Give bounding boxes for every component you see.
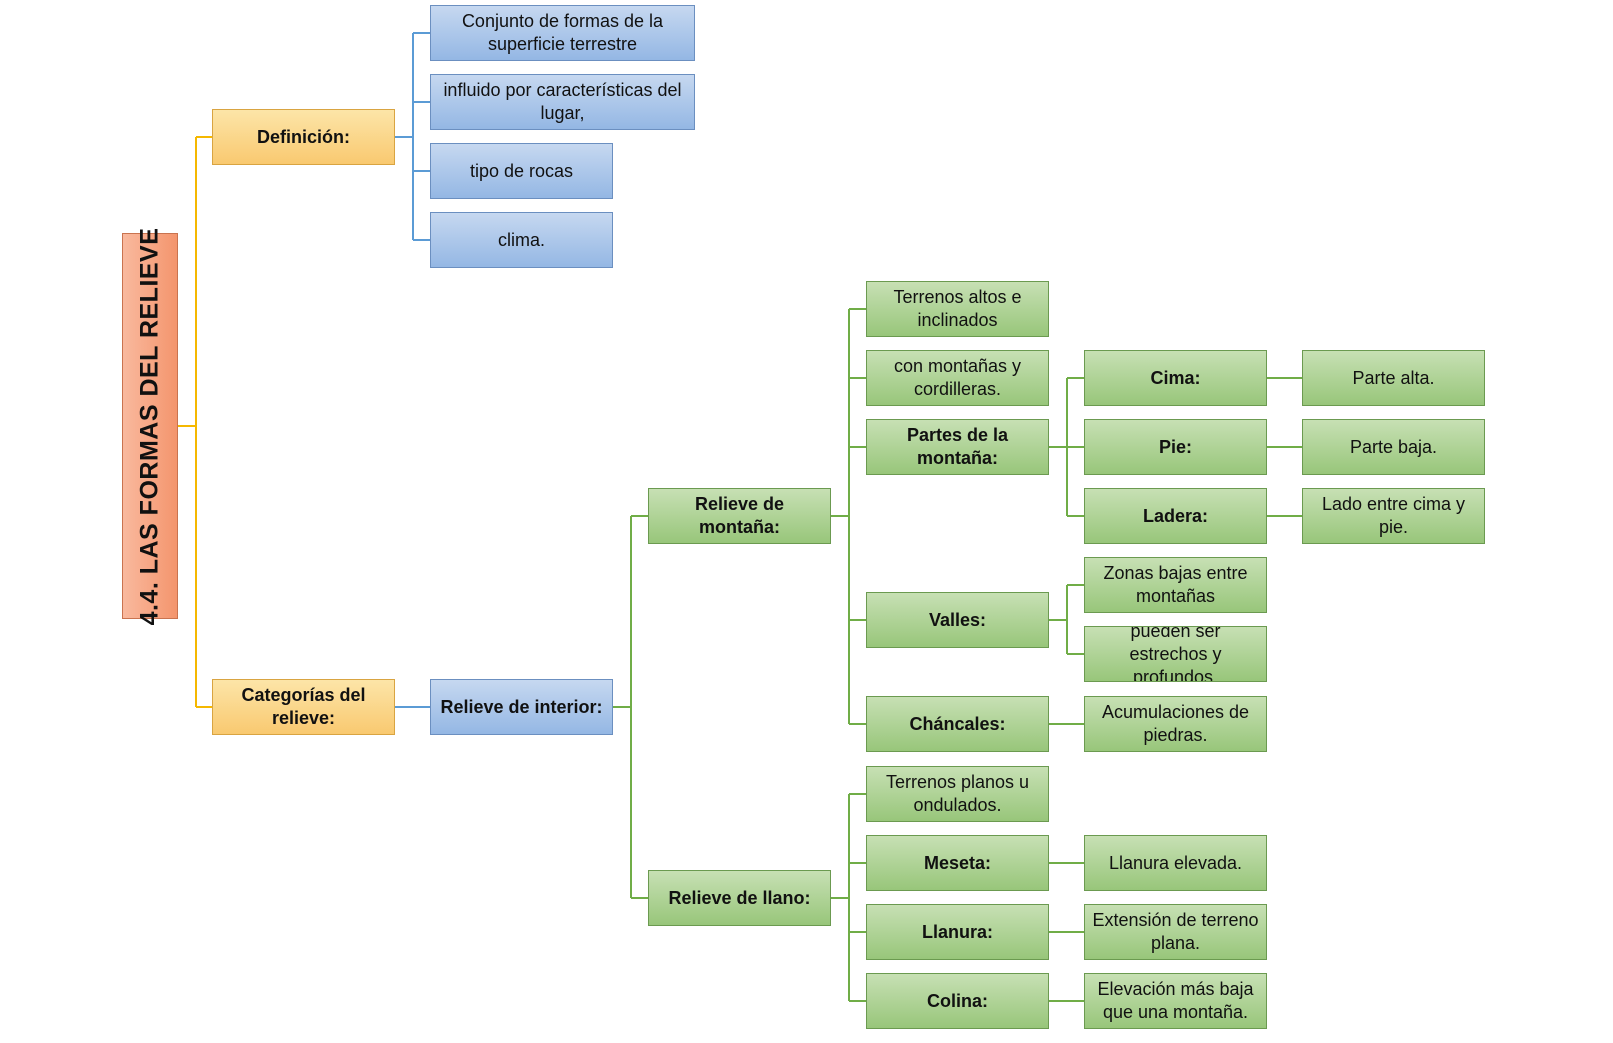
node-cima-desc: Parte alta. <box>1302 350 1485 406</box>
node-relieve-interior: Relieve de interior: <box>430 679 613 735</box>
node-def-conjunto: Conjunto de formas de la superficie terr… <box>430 5 695 61</box>
node-relieve-montana: Relieve de montaña: <box>648 488 831 544</box>
node-def-clima: clima. <box>430 212 613 268</box>
node-terrenos-planos: Terrenos planos u ondulados. <box>866 766 1049 822</box>
node-colina-desc: Elevación más baja que una montaña. <box>1084 973 1267 1029</box>
node-pie-desc: Parte baja. <box>1302 419 1485 475</box>
node-relieve-llano: Relieve de llano: <box>648 870 831 926</box>
node-llanura: Llanura: <box>866 904 1049 960</box>
node-def-influido: influido por características del lugar, <box>430 74 695 130</box>
node-llanura-desc: Extensión de terreno plana. <box>1084 904 1267 960</box>
node-montanas-cordilleras: con montañas y cordilleras. <box>866 350 1049 406</box>
node-definicion: Definición: <box>212 109 395 165</box>
node-chancales: Cháncales: <box>866 696 1049 752</box>
node-meseta: Meseta: <box>866 835 1049 891</box>
node-categorias: Categorías del relieve: <box>212 679 395 735</box>
node-partes-montana: Partes de la montaña: <box>866 419 1049 475</box>
node-def-rocas: tipo de rocas <box>430 143 613 199</box>
node-ladera: Ladera: <box>1084 488 1267 544</box>
root-title-text: 4.4. LAS FORMAS DEL RELIEVE <box>135 227 164 625</box>
node-valles: Valles: <box>866 592 1049 648</box>
node-terrenos-altos: Terrenos altos e inclinados <box>866 281 1049 337</box>
node-pie: Pie: <box>1084 419 1267 475</box>
node-valles-estrechos: pueden ser estrechos y profundos. <box>1084 626 1267 682</box>
node-colina: Colina: <box>866 973 1049 1029</box>
node-valles-zonas: Zonas bajas entre montañas <box>1084 557 1267 613</box>
node-cima: Cima: <box>1084 350 1267 406</box>
node-meseta-desc: Llanura elevada. <box>1084 835 1267 891</box>
node-ladera-desc: Lado entre cima y pie. <box>1302 488 1485 544</box>
node-chancales-desc: Acumulaciones de piedras. <box>1084 696 1267 752</box>
root-title: 4.4. LAS FORMAS DEL RELIEVE <box>122 227 178 625</box>
